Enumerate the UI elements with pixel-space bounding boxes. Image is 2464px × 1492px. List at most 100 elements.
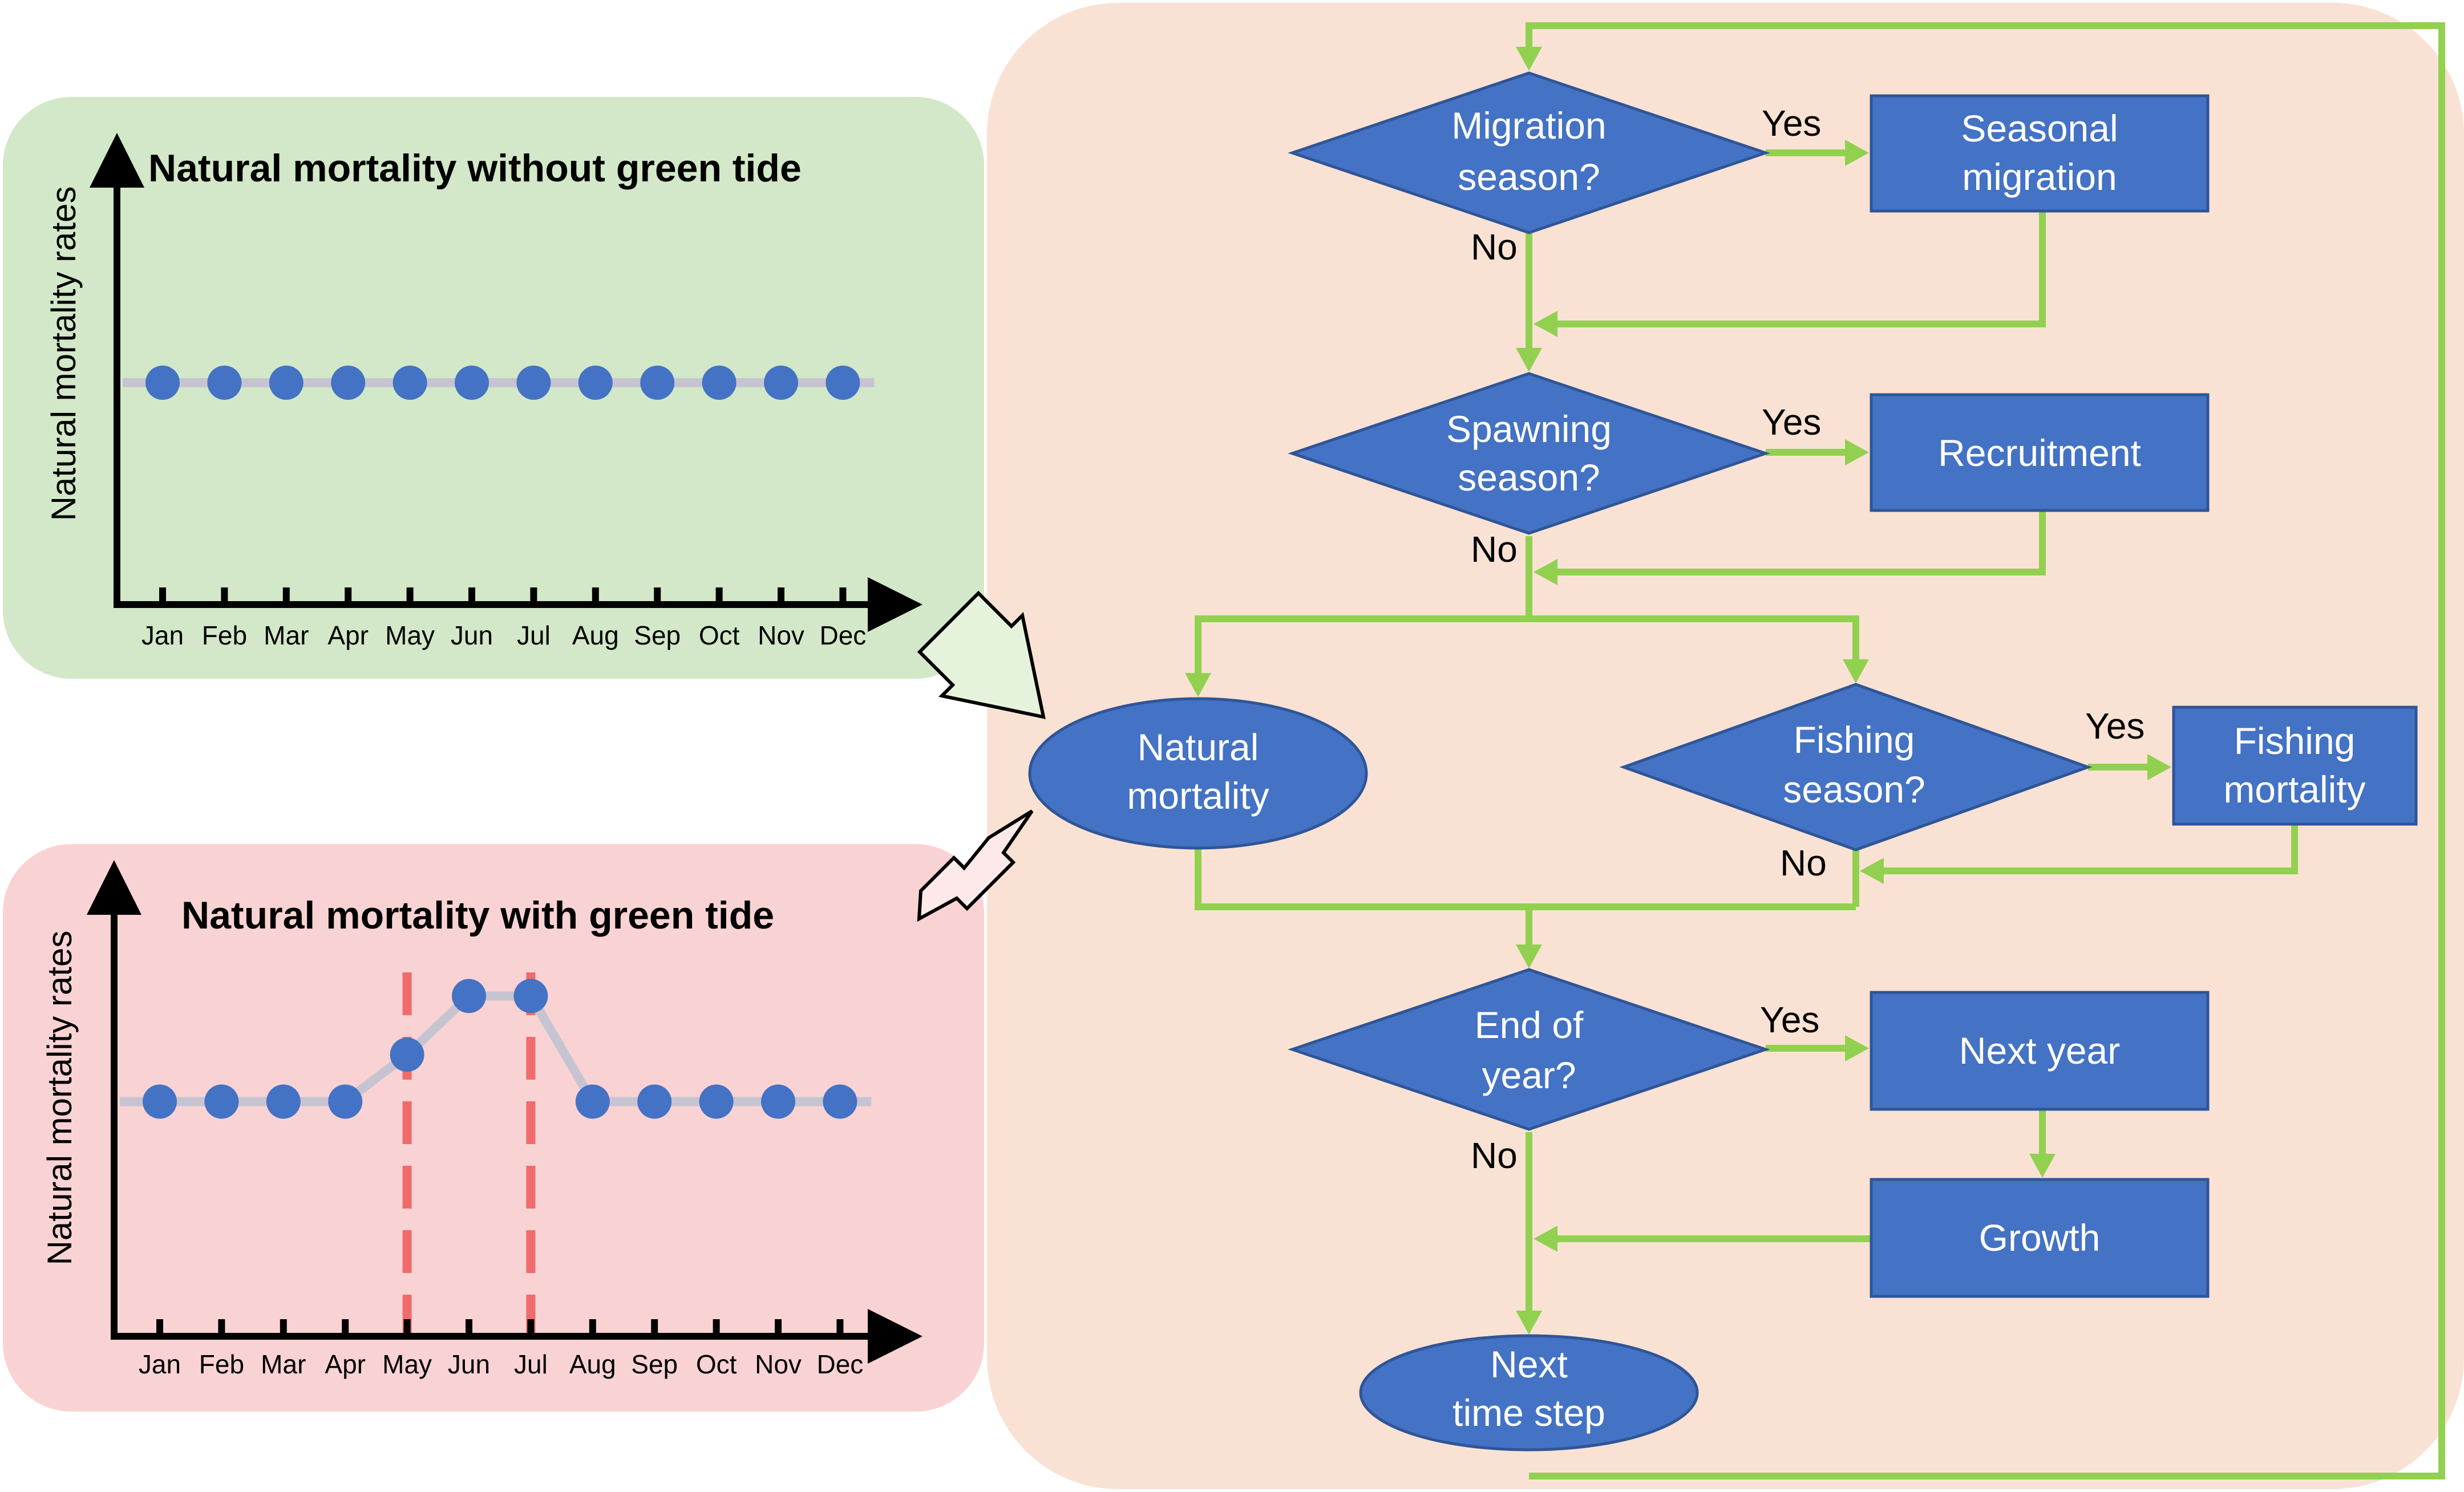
x-tick-label: Jun: [448, 1349, 490, 1379]
x-tick-label: Sep: [634, 621, 681, 650]
arrowhead: [2147, 754, 2171, 780]
x-tick-label: Jun: [451, 621, 493, 650]
x-tick-label: Nov: [755, 1349, 802, 1379]
data-point-jan: [143, 1084, 177, 1119]
x-tick-label: Dec: [819, 621, 866, 650]
arrow-from-with-chart: [917, 809, 1034, 922]
natural-mortality-node: [1028, 697, 1368, 850]
data-point-aug: [578, 366, 613, 400]
x-tick-label: Mar: [264, 621, 309, 650]
data-point-dec: [823, 1084, 857, 1119]
data-point-aug: [575, 1084, 610, 1119]
fishing-return-line: [1870, 824, 2298, 874]
chart-without-green-tide: Natural mortality without green tide Nat…: [44, 133, 923, 650]
x-tick-label: Aug: [569, 1349, 616, 1379]
flow-shapes: [1028, 71, 2418, 1452]
x-tick-label: Apr: [327, 621, 369, 650]
x-tick-label: May: [385, 621, 435, 650]
loop-back-line: [1526, 22, 2445, 1479]
x-tick-label: Jan: [141, 621, 184, 650]
chart-with-green-tide: Natural mortality with green tide Natura…: [41, 860, 923, 1379]
next-time-step-node: [1359, 1334, 1699, 1452]
data-point-may: [393, 366, 427, 400]
x-tick-label: Apr: [325, 1349, 366, 1379]
data-point-mar: [266, 1084, 301, 1119]
spawning-decision: [1288, 372, 1770, 535]
x-tick-label: Sep: [631, 1349, 678, 1379]
branch-labels: Yes No Yes No Yes No Yes No: [1471, 103, 2145, 1176]
chart-title: Natural mortality without green tide: [148, 147, 802, 190]
bloom-markers: [402, 972, 536, 1333]
data-point-sep: [637, 1084, 672, 1119]
data-point-oct: [699, 1084, 734, 1119]
arrowhead: [1516, 944, 1542, 968]
recruitment-label: Recruitment: [1938, 432, 2141, 474]
data-point-jan: [145, 366, 180, 400]
data-point-apr: [331, 366, 366, 400]
data-point-feb: [204, 1084, 239, 1119]
data-point-nov: [761, 1084, 795, 1119]
mortality-merge-line: [1195, 844, 1856, 910]
arrowhead: [1185, 673, 1211, 697]
growth-box: [1870, 1178, 2210, 1298]
arrowhead: [1534, 559, 1557, 585]
arrowhead: [1516, 1311, 1542, 1335]
end-year-decision: [1288, 968, 1770, 1131]
data-point-sep: [640, 366, 675, 400]
no-label: No: [1471, 1135, 1518, 1176]
y-axis-label: Natural mortality rates: [41, 931, 79, 1266]
series: [123, 366, 875, 400]
arrowhead: [2029, 1154, 2056, 1178]
arrowhead: [1860, 858, 1884, 884]
arrowhead: [1534, 311, 1557, 337]
series: [120, 979, 872, 1119]
data-point-jun: [455, 366, 489, 400]
data-point-may: [390, 1037, 424, 1072]
split-right-line: [1529, 615, 1859, 670]
data-point-jun: [452, 979, 486, 1013]
arrowhead: [1845, 1035, 1869, 1061]
data-point-mar: [269, 366, 304, 400]
chart-title: Natural mortality with green tide: [181, 894, 774, 937]
no-label: No: [1471, 226, 1518, 267]
arrow-from-without-chart: [917, 590, 1046, 719]
x-tick-label: Dec: [816, 1349, 863, 1379]
yes-label: Yes: [1762, 402, 1821, 443]
split-left-line: [1195, 615, 1529, 679]
data-point-feb: [207, 366, 242, 400]
next-year-label: Next year: [1959, 1029, 2120, 1072]
data-point-jul: [513, 979, 548, 1013]
connector-arrowheads: [1185, 47, 2171, 1335]
x-tick-label: Feb: [199, 1349, 244, 1379]
x-tick-label: Feb: [202, 621, 247, 650]
data-point-dec: [826, 366, 860, 400]
no-label: No: [1780, 842, 1827, 883]
x-tick-label: Mar: [261, 1349, 306, 1379]
growth-label: Growth: [1979, 1217, 2101, 1259]
yes-label: Yes: [1762, 103, 1821, 144]
fishing-decision: [1619, 683, 2093, 852]
arrowhead: [1845, 439, 1869, 465]
data-point-apr: [328, 1084, 363, 1119]
seasonal-return-line: [1544, 211, 2046, 327]
data-point-oct: [702, 366, 737, 400]
x-tick-label: Jan: [139, 1349, 181, 1379]
data-point-nov: [764, 366, 798, 400]
x-tick-label: Nov: [758, 621, 804, 650]
fishing-mortality-box: [2172, 706, 2418, 826]
recruitment-box: [1870, 393, 2210, 512]
arrowhead: [1843, 659, 1869, 683]
arrowhead: [1516, 348, 1542, 372]
arrowhead: [1534, 1226, 1557, 1252]
yes-label: Yes: [1760, 999, 1819, 1040]
